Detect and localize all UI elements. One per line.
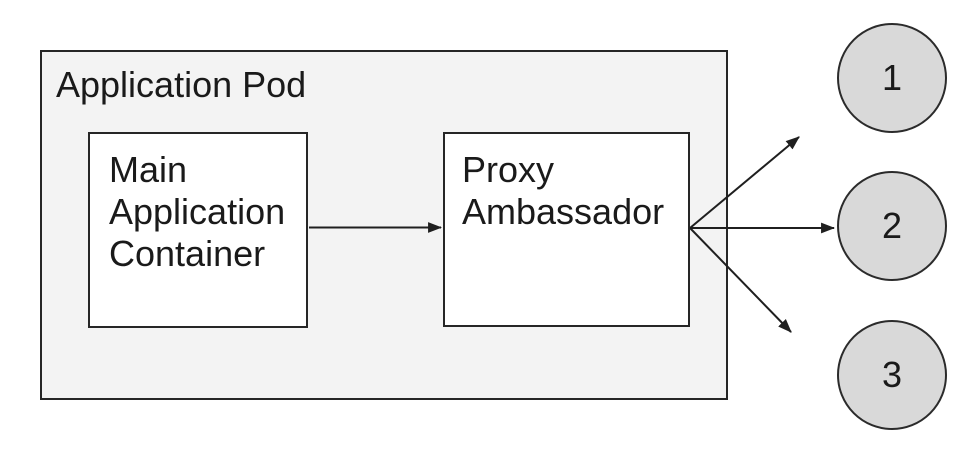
proxy-ambassador-label: Proxy Ambassador (462, 149, 665, 232)
node-circle-2: 2 (837, 171, 947, 281)
application-pod-label: Application Pod (56, 64, 307, 105)
node-2-label: 2 (881, 205, 903, 246)
node-3-label: 3 (881, 354, 903, 395)
proxy-ambassador-box: Proxy Ambassador (443, 132, 690, 327)
node-circle-3: 3 (837, 320, 947, 430)
main-application-container-label: Main Application Container (109, 149, 286, 274)
node-1-label: 1 (881, 57, 903, 98)
main-application-container-box: Main Application Container (88, 132, 308, 328)
node-circle-1: 1 (837, 23, 947, 133)
